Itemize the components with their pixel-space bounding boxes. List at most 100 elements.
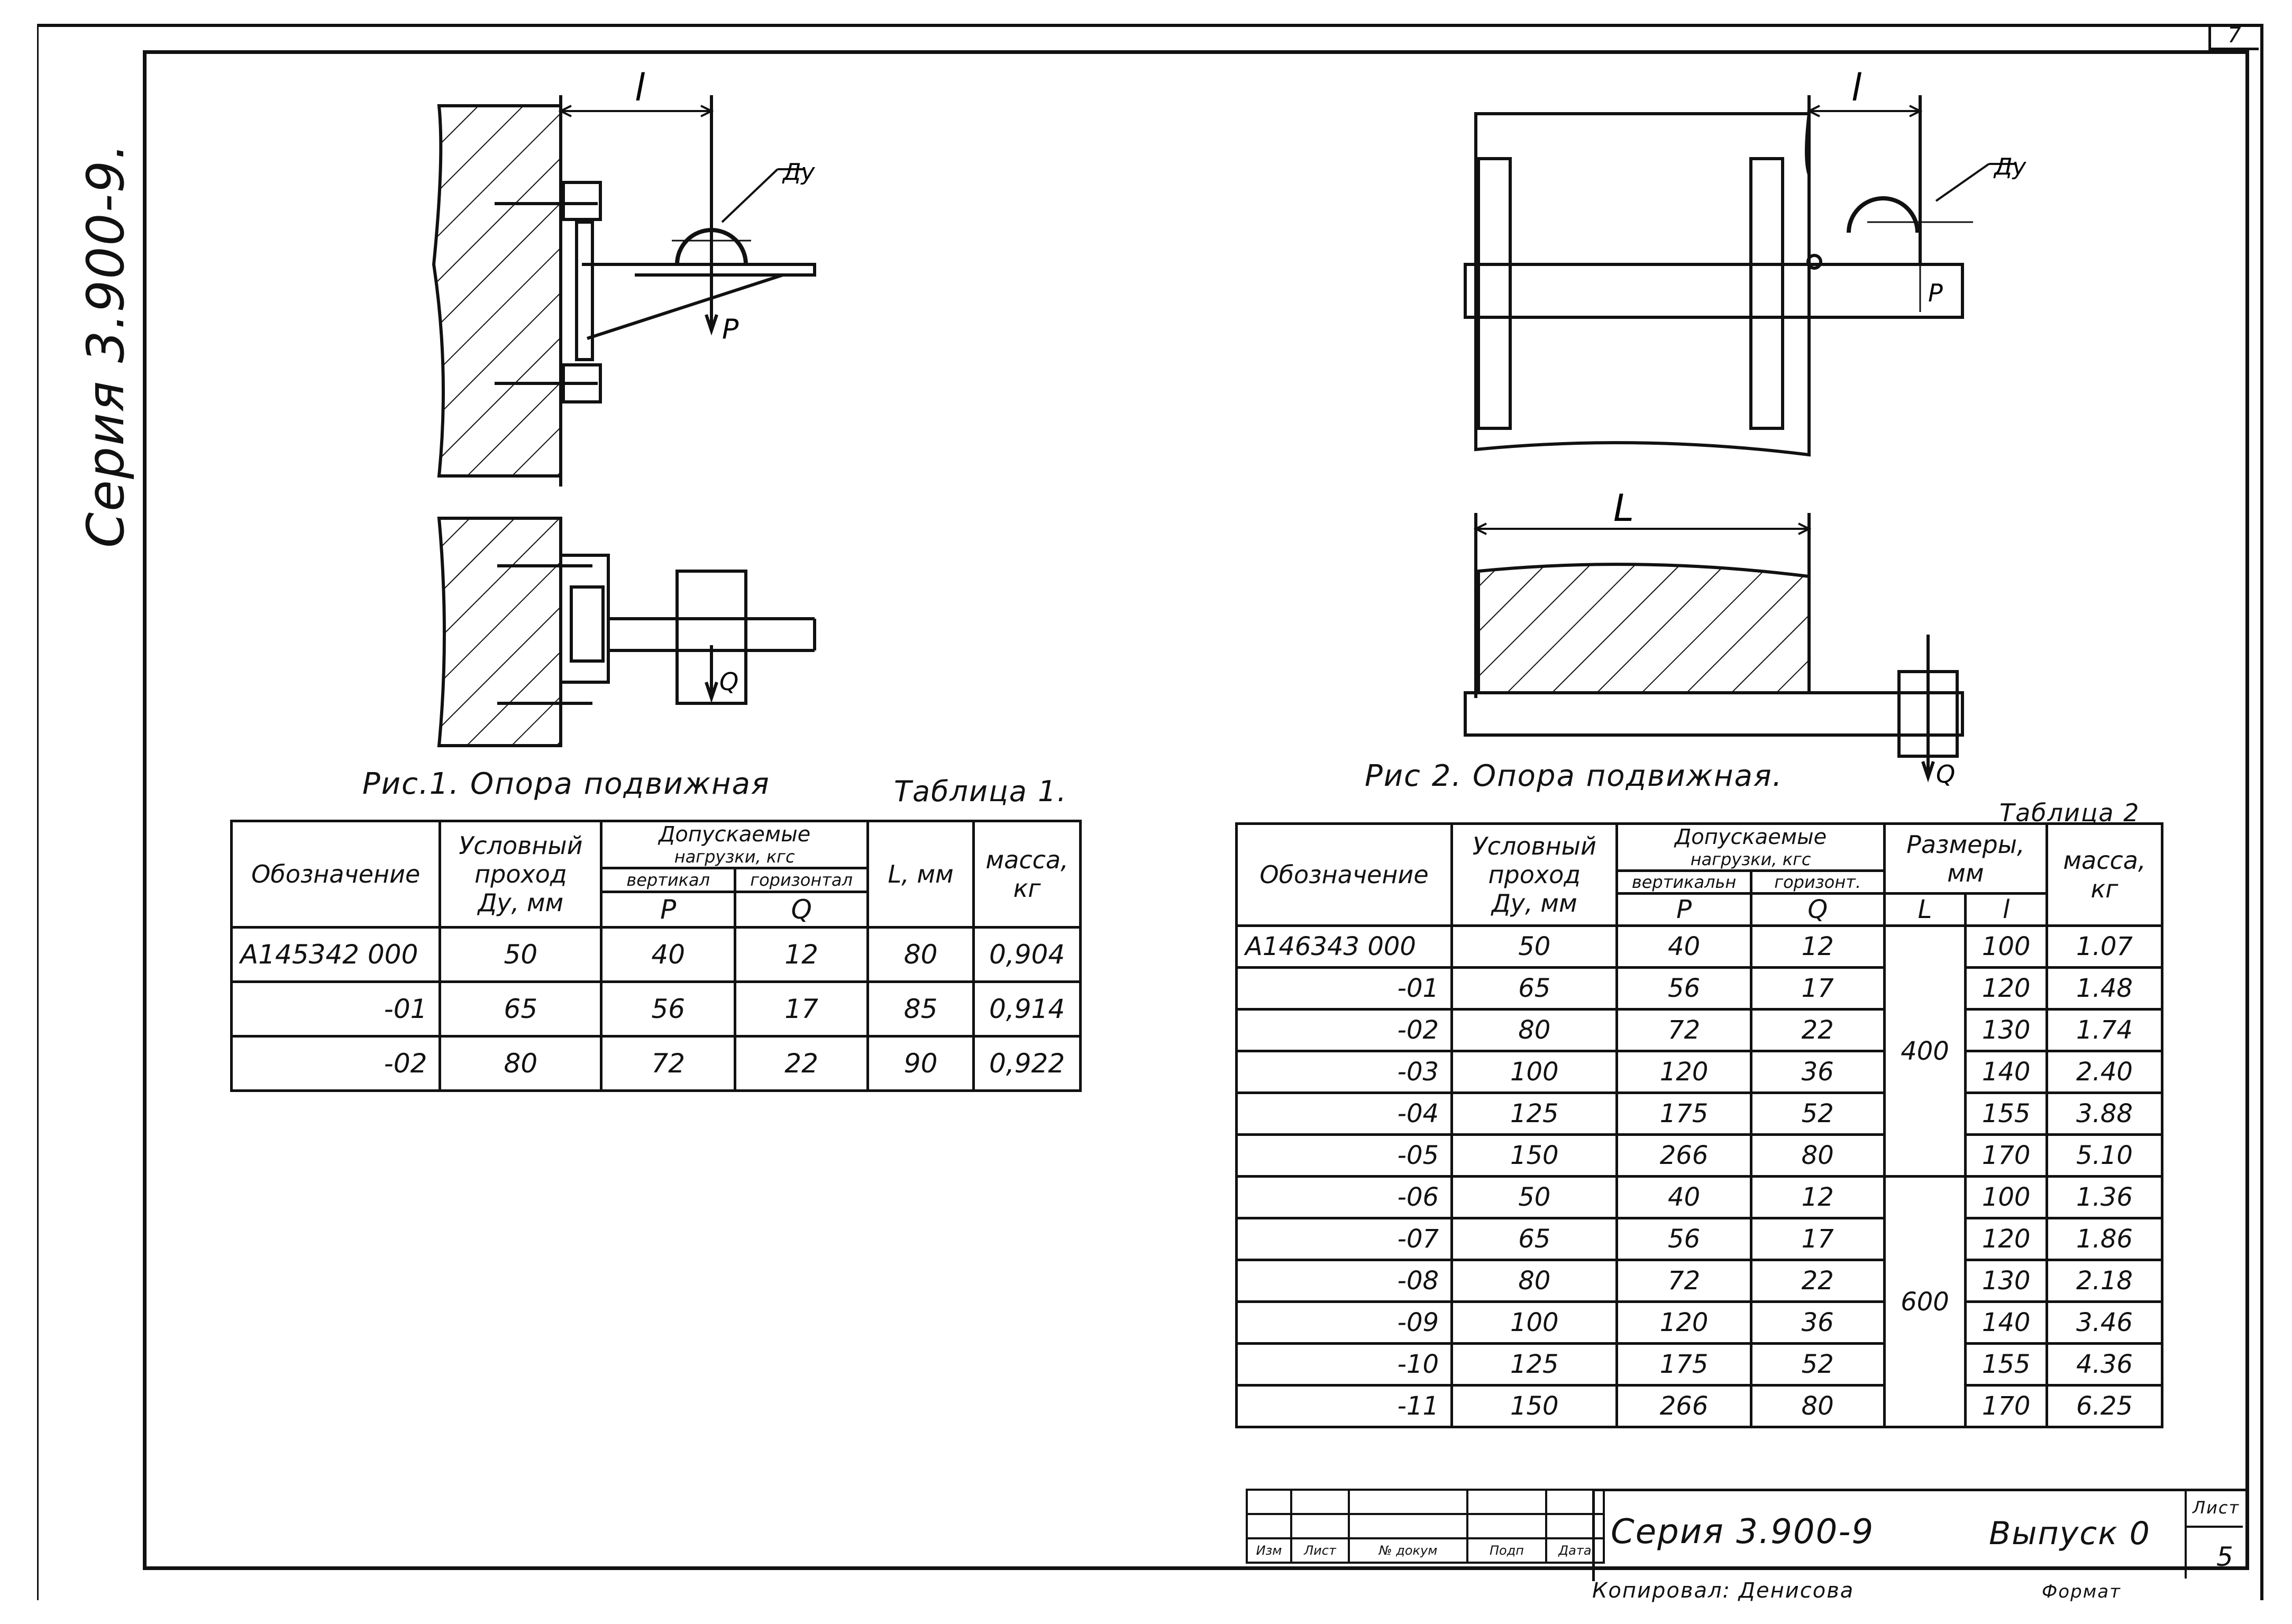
t1-cell-mass: 0,922 bbox=[972, 1035, 1082, 1092]
t2-cell-mass: 1.74 bbox=[2045, 1008, 2164, 1052]
t2-cell-dy: 80 bbox=[1450, 1008, 1619, 1052]
t2-cell-designation: А146343 000 bbox=[1235, 924, 1454, 969]
fig1-label-q: Q bbox=[719, 667, 738, 696]
t2-cell-p: 40 bbox=[1615, 1175, 1752, 1219]
t2-cell-dy: 50 bbox=[1450, 924, 1619, 969]
t1-cell-p: 72 bbox=[600, 1035, 737, 1092]
t2-h-p: P bbox=[1615, 892, 1752, 927]
title-col-label: Изм bbox=[1246, 1537, 1292, 1564]
t1-cell-l: 80 bbox=[866, 926, 975, 983]
t1-cell-designation: -02 bbox=[230, 1035, 442, 1092]
t1-h-q: Q bbox=[734, 891, 870, 929]
t2-cell-l: 130 bbox=[1964, 1259, 2048, 1303]
title-series: Серия 3.900-9 bbox=[1611, 1512, 1875, 1552]
t2-cell-designation: -05 bbox=[1235, 1133, 1454, 1178]
t2-cell-dy: 125 bbox=[1450, 1091, 1619, 1136]
t2-cell-l: 170 bbox=[1964, 1133, 2048, 1178]
t2-cell-dy: 125 bbox=[1450, 1342, 1619, 1387]
t1-cell-q: 22 bbox=[734, 1035, 870, 1092]
sheet-cell-divider bbox=[2185, 1526, 2243, 1528]
t2-cell-l: 100 bbox=[1964, 1175, 2048, 1219]
title-col-label: Лист bbox=[1290, 1537, 1350, 1564]
t1-h-bore: Условный проход Ду, мм bbox=[439, 820, 603, 929]
t2-cell-q: 12 bbox=[1749, 1175, 1886, 1219]
table2: Обозначение Условный проход Ду, мм Допус… bbox=[1235, 822, 2164, 1428]
t2-cell-p: 120 bbox=[1615, 1050, 1752, 1094]
t2-cell-p: 120 bbox=[1615, 1300, 1752, 1345]
t2-cell-mass: 5.10 bbox=[2045, 1133, 2164, 1178]
t2-cell-q: 80 bbox=[1749, 1133, 1886, 1178]
t2-cell-q: 80 bbox=[1749, 1384, 1886, 1428]
t2-h-bore: Условный проход Ду, мм bbox=[1450, 822, 1619, 927]
t2-cell-mass: 2.40 bbox=[2045, 1050, 2164, 1094]
t2-cell-designation: -03 bbox=[1235, 1050, 1454, 1094]
fig2-label-p: P bbox=[1928, 279, 1943, 307]
t2-cell-dy: 65 bbox=[1450, 966, 1619, 1011]
t2-cell-mass: 6.25 bbox=[2045, 1384, 2164, 1428]
t1-h-l: L, мм bbox=[866, 820, 975, 929]
t2-cell-p: 266 bbox=[1615, 1133, 1752, 1178]
t2-h-designation: Обозначение bbox=[1235, 822, 1454, 927]
t2-cell-q: 52 bbox=[1749, 1342, 1886, 1387]
t2-h-q: Q bbox=[1749, 892, 1886, 927]
t2-cell-dy: 50 bbox=[1450, 1175, 1619, 1219]
table1: Обозначение Условный проход Ду, мм Допус… bbox=[230, 820, 1082, 1092]
t1-cell-p: 40 bbox=[600, 926, 737, 983]
t2-h-L: L bbox=[1883, 892, 1967, 927]
table1-title: Таблица 1. bbox=[894, 775, 1067, 808]
t1-h-horizontal: горизонтал bbox=[734, 867, 870, 893]
t2-cell-l: 120 bbox=[1964, 1217, 2048, 1261]
t2-cell-p: 56 bbox=[1615, 966, 1752, 1011]
t2-cell-l: 130 bbox=[1964, 1008, 2048, 1052]
title-col-label: № докум bbox=[1348, 1537, 1468, 1564]
inner-frame bbox=[143, 50, 2249, 1570]
t2-cell-mass: 1.36 bbox=[2045, 1175, 2164, 1219]
t1-h-vertical: вертикал bbox=[600, 867, 737, 893]
fig1-plan bbox=[437, 517, 816, 747]
t2-cell-q: 36 bbox=[1749, 1300, 1886, 1345]
fig1-dim-l: l bbox=[635, 66, 645, 109]
t2-cell-mass: 1.48 bbox=[2045, 966, 2164, 1011]
table2-title: Таблица 2 bbox=[1999, 799, 2140, 827]
t2-cell-mass: 4.36 bbox=[2045, 1342, 2164, 1387]
t2-cell-mass: 1.86 bbox=[2045, 1217, 2164, 1261]
t2-cell-dy: 100 bbox=[1450, 1300, 1619, 1345]
t1-cell-dy: 80 bbox=[439, 1035, 603, 1092]
t2-cell-designation: -02 bbox=[1235, 1008, 1454, 1052]
fig2-caption: Рис 2. Опора подвижная. bbox=[1365, 759, 1783, 793]
t2-cell-L-group: 600 bbox=[1883, 1175, 1967, 1428]
t2-cell-l: 155 bbox=[1964, 1091, 2048, 1136]
t2-cell-designation: -09 bbox=[1235, 1300, 1454, 1345]
t2-cell-mass: 3.46 bbox=[2045, 1300, 2164, 1345]
t2-cell-p: 56 bbox=[1615, 1217, 1752, 1261]
outer-frame bbox=[37, 24, 2263, 1600]
t2-cell-L-group: 400 bbox=[1883, 924, 1967, 1178]
t1-h-mass: масса, кг bbox=[972, 820, 1082, 929]
t2-cell-p: 72 bbox=[1615, 1259, 1752, 1303]
t1-h-designation: Обозначение bbox=[230, 820, 442, 929]
t2-cell-p: 175 bbox=[1615, 1342, 1752, 1387]
t2-cell-p: 175 bbox=[1615, 1091, 1752, 1136]
fig2-elevation bbox=[1464, 95, 2015, 457]
t2-cell-l: 155 bbox=[1964, 1342, 2048, 1387]
t1-cell-l: 90 bbox=[866, 1035, 975, 1092]
fig2-plan bbox=[1464, 513, 1964, 783]
t1-cell-p: 56 bbox=[600, 980, 737, 1038]
t2-cell-l: 120 bbox=[1964, 966, 2048, 1011]
fig1-caption: Рис.1. Опора подвижная bbox=[362, 767, 770, 801]
t2-cell-dy: 80 bbox=[1450, 1259, 1619, 1303]
t2-cell-q: 17 bbox=[1749, 966, 1886, 1011]
title-issue: Выпуск 0 bbox=[1989, 1515, 2151, 1552]
t2-h-sizes: Размеры, мм bbox=[1883, 822, 2048, 895]
t1-h-loads: Допускаемые нагрузки, кгс bbox=[600, 820, 870, 869]
t2-cell-dy: 150 bbox=[1450, 1384, 1619, 1428]
t2-h-vertical: вертикальн bbox=[1615, 869, 1752, 895]
